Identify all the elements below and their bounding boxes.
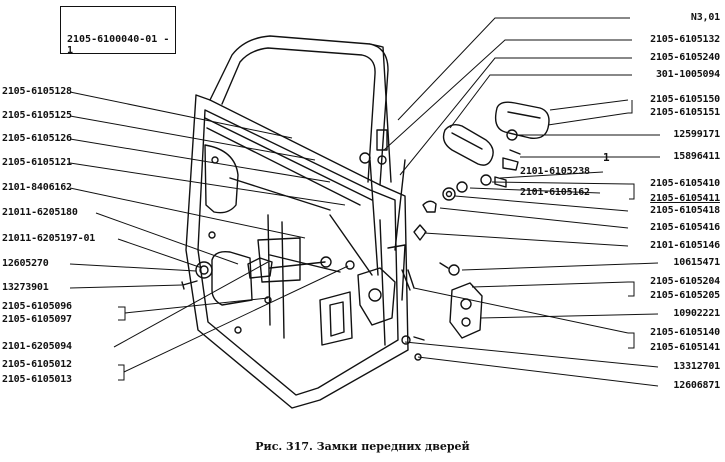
part-label: 13273901 — [2, 282, 49, 293]
part-label: 2105-6105416 — [650, 222, 720, 233]
part-label: 2105-6105121 — [2, 157, 72, 168]
part-label: 15896411 — [673, 151, 720, 162]
panel-recess-3 — [319, 291, 353, 346]
part-label: 2101-6205094 — [2, 341, 72, 352]
part-label: 2105-6105132 — [650, 34, 720, 45]
inner-handle — [247, 257, 273, 279]
part-label: N3,01 — [690, 12, 720, 23]
lock-button — [376, 129, 388, 151]
part-label: 2105-6105012 — [2, 359, 72, 370]
part-label: 2105-6105204 — [650, 276, 720, 287]
part-label: 2105-6105410 — [650, 178, 720, 189]
assembly-number: 2105-6100040-01 - 1 — [67, 34, 170, 56]
part-label: 2105-6105418 — [650, 205, 720, 216]
part-label: 2105-6105140 — [650, 327, 720, 338]
part-label: 12606871 — [673, 380, 720, 391]
part-label: 12599171 — [673, 129, 720, 140]
part-label: 301-1005094 — [655, 69, 720, 80]
part-label: 2105-6105125 — [2, 110, 72, 121]
part-label: 21011-6205197-01 — [2, 233, 96, 244]
part-label: 2105-6105097 — [2, 314, 72, 325]
part-label: 2105-6105096 — [2, 301, 72, 312]
part-label: 2105-6105141 — [650, 342, 720, 353]
part-label: 2101-6105146 — [650, 240, 720, 251]
striker-plate — [449, 282, 483, 339]
part-label: 2105-6105151 — [650, 107, 720, 118]
assembly-number-box: 2105-6100040-01 - 1 — [60, 6, 176, 56]
part-label: 2105-6105126 — [2, 133, 72, 144]
part-label: 2101-6105238 — [520, 166, 590, 177]
part-label: 12605270 — [2, 258, 49, 269]
part-label: 2105-6105013 — [2, 374, 72, 385]
marker-one: 1 — [603, 151, 610, 164]
figure-caption: Рис. 317. Замки передних дверей — [255, 440, 470, 453]
part-label: 2105-6105150 — [650, 94, 720, 105]
handle-gasket — [442, 123, 494, 166]
panel-recess-1 — [204, 144, 239, 214]
window-frame-inner — [221, 47, 376, 183]
part-label: 13312701 — [673, 361, 720, 372]
lock-mechanism — [357, 267, 396, 326]
bumper — [195, 261, 213, 279]
part-label: 2105-6105128 — [2, 86, 72, 97]
part-label: 2101-6105162 — [520, 187, 590, 198]
outside-handle — [494, 101, 550, 139]
part-label: 10902221 — [673, 308, 720, 319]
door-body — [185, 94, 409, 409]
window-frame-outer — [209, 35, 389, 186]
part-label: 2101-8406162 — [2, 182, 72, 193]
part-label: 2105-6105411 — [650, 193, 720, 204]
part-label: 21011-6205180 — [2, 207, 78, 218]
panel-recess-2 — [211, 250, 253, 306]
part-label: 10615471 — [673, 257, 720, 268]
part-label: 2105-6105205 — [650, 290, 720, 301]
part-label: 2105-6105240 — [650, 52, 720, 63]
